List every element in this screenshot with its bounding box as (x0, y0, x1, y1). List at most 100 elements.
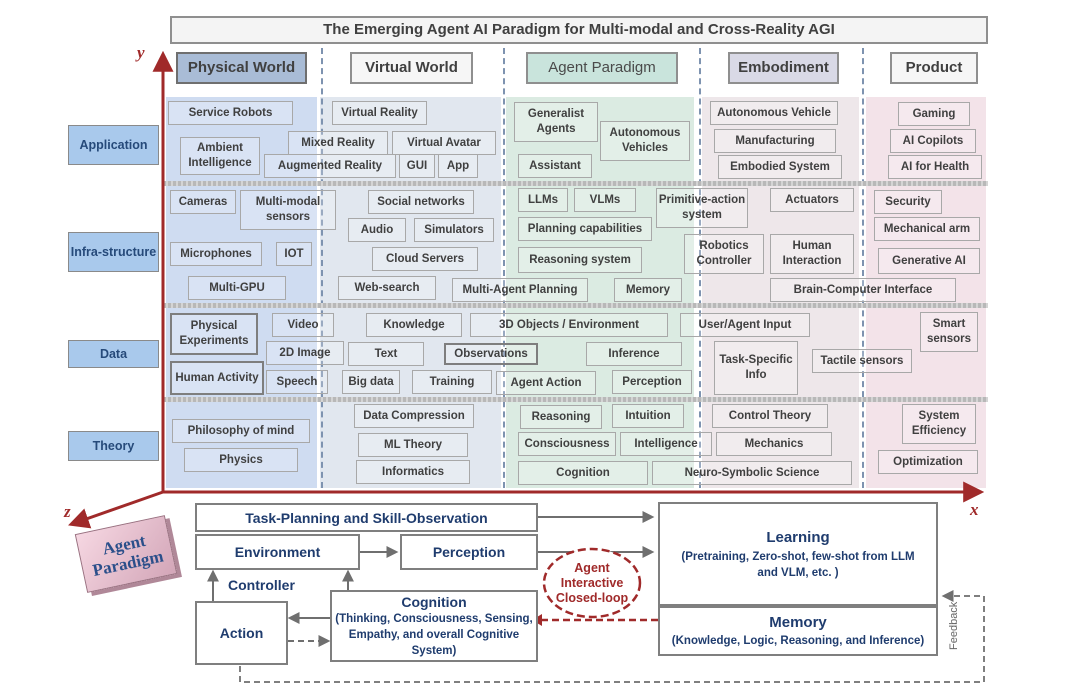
environment-box: Environment (195, 534, 360, 570)
chip-consciousness: Consciousness (518, 432, 616, 456)
chip-gaming: Gaming (898, 102, 970, 126)
chip-physical-experiments: Physical Experiments (170, 313, 258, 355)
action-box: Action (195, 601, 288, 665)
column-divider (321, 48, 323, 488)
x-axis-label: x (970, 500, 979, 519)
chip-ambient-intelligence: Ambient Intelligence (180, 137, 260, 175)
chip-video: Video (272, 313, 334, 337)
row-label-theory: Theory (68, 431, 159, 461)
chip-memory: Memory (614, 278, 682, 302)
chip-reasoning: Reasoning (520, 405, 602, 429)
row-divider (163, 303, 988, 308)
band-product (866, 97, 986, 488)
band-agent-paradigm (506, 97, 694, 488)
chip-task-specific-info: Task-Specific Info (714, 341, 798, 395)
z-axis (68, 490, 164, 529)
y-axis-label: y (137, 43, 145, 62)
chip-autonomous-vehicles: Autonomous Vehicles (600, 121, 690, 161)
chip-ai-copilots: AI Copilots (890, 129, 976, 153)
chip-augmented-reality: Augmented Reality (264, 154, 396, 178)
chip-human-interaction: Human Interaction (770, 234, 854, 274)
chip-autonomous-vehicle: Autonomous Vehicle (710, 101, 838, 125)
chip-security: Security (874, 190, 942, 214)
chip-multi-gpu: Multi-GPU (188, 276, 286, 300)
row-label-application: Application (68, 125, 159, 165)
chip-2d-image: 2D Image (266, 341, 344, 365)
chip-virtual-reality: Virtual Reality (332, 101, 427, 125)
column-divider (862, 48, 864, 488)
chip-control-theory: Control Theory (712, 404, 828, 428)
z-axis-label: z (64, 502, 71, 521)
chip-data-compression: Data Compression (354, 404, 474, 428)
chip-tactile-sensors: Tactile sensors (812, 349, 912, 373)
chip-user-agent-input: User/Agent Input (680, 313, 810, 337)
chip-generative-ai: Generative AI (878, 248, 980, 274)
row-divider (163, 181, 988, 186)
column-divider (699, 48, 701, 488)
memory-title: Memory (769, 614, 827, 631)
learning-subtitle: (Pretraining, Zero-shot, few-shot from L… (681, 551, 915, 579)
chip-agent-action: Agent Action (496, 371, 596, 395)
chip-cognition: Cognition (518, 461, 648, 485)
column-physical-world: Physical World (176, 52, 307, 84)
chip-big-data: Big data (342, 370, 400, 394)
chip-perception: Perception (612, 370, 692, 394)
chip-app: App (438, 154, 478, 178)
chip-service-robots: Service Robots (168, 101, 293, 125)
chip-ai-for-health: AI for Health (888, 155, 982, 179)
row-label-infrastructure: Infra-structure (68, 232, 159, 272)
chip-multi-agent-planning: Multi-Agent Planning (452, 278, 588, 302)
feedback-label: Feedback (948, 601, 960, 650)
diagram-title: The Emerging Agent AI Paradigm for Multi… (170, 16, 988, 44)
chip-informatics: Informatics (356, 460, 470, 484)
band-embodiment (702, 97, 859, 488)
chip-reasoning-system: Reasoning system (518, 247, 642, 273)
chip-cameras: Cameras (170, 190, 236, 214)
chip-smart-sensors: Smart sensors (920, 312, 978, 352)
chip-gui: GUI (399, 154, 435, 178)
chip-assistant: Assistant (518, 154, 592, 178)
closed-loop-label: Agent Interactive Closed-loop (555, 560, 629, 605)
chip-knowledge: Knowledge (366, 313, 462, 337)
chip-text: Text (348, 342, 424, 366)
chip-system-efficiency: System Efficiency (902, 404, 976, 444)
cognition-box: Cognition (Thinking, Consciousness, Sens… (330, 590, 538, 662)
chip-philosophy-of-mind: Philosophy of mind (172, 419, 310, 443)
column-product: Product (890, 52, 978, 84)
column-embodiment: Embodiment (728, 52, 839, 84)
chip-training: Training (412, 370, 492, 394)
chip-optimization: Optimization (878, 450, 978, 474)
chip-generalist-agents: Generalist Agents (514, 102, 598, 142)
chip-observations: Observations (444, 343, 538, 365)
chip-inference: Inference (586, 342, 682, 366)
chip-brain-computer-interface: Brain-Computer Interface (770, 278, 956, 302)
cognition-subtitle: (Thinking, Consciousness, Sensing, Empat… (335, 613, 533, 657)
task-planning-box: Task-Planning and Skill-Observation (195, 503, 538, 532)
chip-web-search: Web-search (338, 276, 436, 300)
cognition-title: Cognition (401, 594, 467, 610)
chip-neuro-symbolic: Neuro-Symbolic Science (652, 461, 852, 485)
learning-title: Learning (766, 529, 830, 546)
chip-3d-objects: 3D Objects / Environment (470, 313, 668, 337)
band-physical-world (166, 97, 317, 488)
chip-primitive-action-system: Primitive-action system (656, 188, 748, 228)
chip-vlms: VLMs (574, 188, 636, 212)
controller-label: Controller (228, 577, 295, 593)
chip-multimodal-sensors: Multi-modal sensors (240, 190, 336, 230)
chip-actuators: Actuators (770, 188, 854, 212)
chip-intuition: Intuition (612, 404, 684, 428)
column-divider (503, 48, 505, 488)
learning-box: Learning (Pretraining, Zero-shot, few-sh… (658, 502, 938, 606)
chip-embodied-system: Embodied System (718, 155, 842, 179)
chip-social-networks: Social networks (368, 190, 474, 214)
perception-box: Perception (400, 534, 538, 570)
chip-physics: Physics (184, 448, 298, 472)
chip-ml-theory: ML Theory (358, 433, 468, 457)
memory-subtitle: (Knowledge, Logic, Reasoning, and Infere… (671, 635, 925, 647)
chip-intelligence: Intelligence (620, 432, 712, 456)
chip-mixed-reality: Mixed Reality (288, 131, 388, 155)
row-label-data: Data (68, 340, 159, 368)
column-agent-paradigm: Agent Paradigm (526, 52, 678, 84)
chip-simulators: Simulators (414, 218, 494, 242)
